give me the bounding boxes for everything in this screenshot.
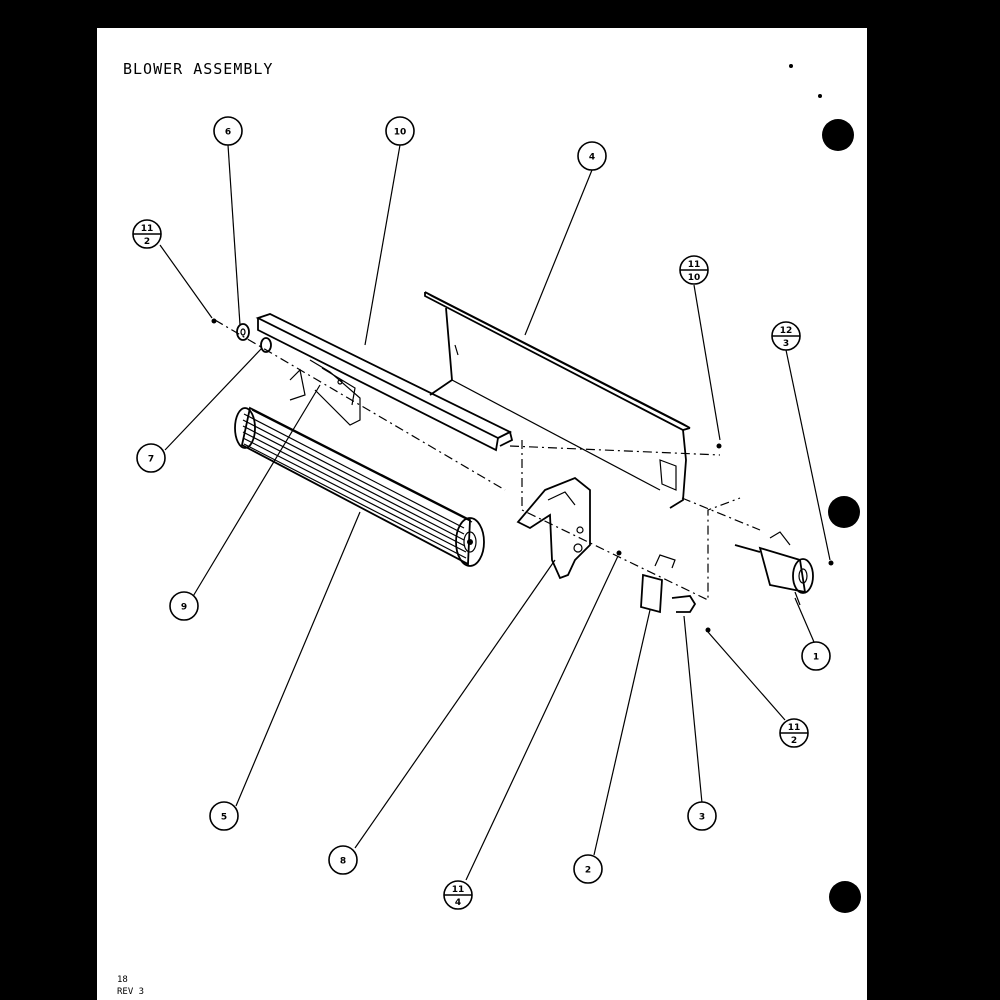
callout-circle (577, 141, 607, 171)
punch-hole-top (822, 119, 854, 151)
callout-number: 9 (181, 603, 187, 613)
revision-label: REV 3 (117, 987, 144, 997)
callout-c12-3: 123 (771, 321, 801, 351)
callout-top-number: 12 (780, 326, 793, 336)
callout-c3: 3 (687, 801, 717, 831)
speck (818, 94, 822, 98)
callout-c4: 4 (577, 141, 607, 171)
callout-circle (801, 641, 831, 671)
callout-top-number: 11 (788, 723, 801, 733)
callout-bottom-number: 2 (791, 736, 797, 746)
callout-number: 6 (225, 128, 231, 138)
callout-number: 4 (589, 153, 595, 163)
callout-c10: 10 (385, 116, 415, 146)
callout-c7: 7 (136, 443, 166, 473)
housing-panel-part (424, 291, 691, 509)
callout-bottom-number: 2 (144, 237, 150, 247)
callout-top-number: 11 (452, 885, 465, 895)
callout-number: 10 (394, 128, 407, 138)
blower-motor-part (734, 531, 814, 606)
callout-circle (213, 116, 243, 146)
callout-circle (328, 845, 358, 875)
callout-circle (169, 591, 199, 621)
callout-circle (209, 801, 239, 831)
callout-circle (573, 854, 603, 884)
callout-circle (136, 443, 166, 473)
blower-shroud-part (255, 313, 514, 452)
callout-circle (385, 116, 415, 146)
punch-hole-middle (828, 496, 860, 528)
paper (97, 28, 867, 1000)
shaft-centerline (214, 319, 506, 491)
callout-number: 1 (813, 653, 819, 663)
callout-c11-2a: 112 (132, 219, 162, 249)
callout-number: 7 (148, 455, 154, 465)
bearing-collar-part (260, 337, 272, 353)
callout-bottom-number: 4 (455, 898, 461, 908)
callout-circle (687, 801, 717, 831)
callout-number: 2 (585, 866, 591, 876)
leader-lines (159, 144, 831, 881)
callout-c2: 2 (573, 854, 603, 884)
callout-top-number: 11 (141, 224, 154, 234)
callout-c5: 5 (209, 801, 239, 831)
callout-bottom-number: 3 (783, 339, 789, 349)
callout-c11-4: 114 (443, 880, 473, 910)
punch-hole-bottom (829, 881, 861, 913)
callout-c6: 6 (213, 116, 243, 146)
page-number: 18 (117, 975, 128, 985)
callout-c1: 1 (801, 641, 831, 671)
callout-c9: 9 (169, 591, 199, 621)
callout-number: 5 (221, 813, 227, 823)
capacitor-bracket-part (671, 595, 697, 613)
diagram-title: BLOWER ASSEMBLY (123, 60, 273, 78)
callout-top-number: 11 (688, 260, 701, 270)
callout-c8: 8 (328, 845, 358, 875)
scroll-outline (521, 440, 741, 601)
capacitor-part (640, 554, 676, 614)
callout-number: 3 (699, 813, 705, 823)
bearing-part (236, 323, 250, 341)
speck (789, 64, 793, 68)
callout-number: 8 (340, 857, 346, 867)
callout-bottom-number: 10 (688, 273, 701, 283)
support-bracket-part (516, 476, 591, 580)
callout-c11-2b: 112 (779, 718, 809, 748)
